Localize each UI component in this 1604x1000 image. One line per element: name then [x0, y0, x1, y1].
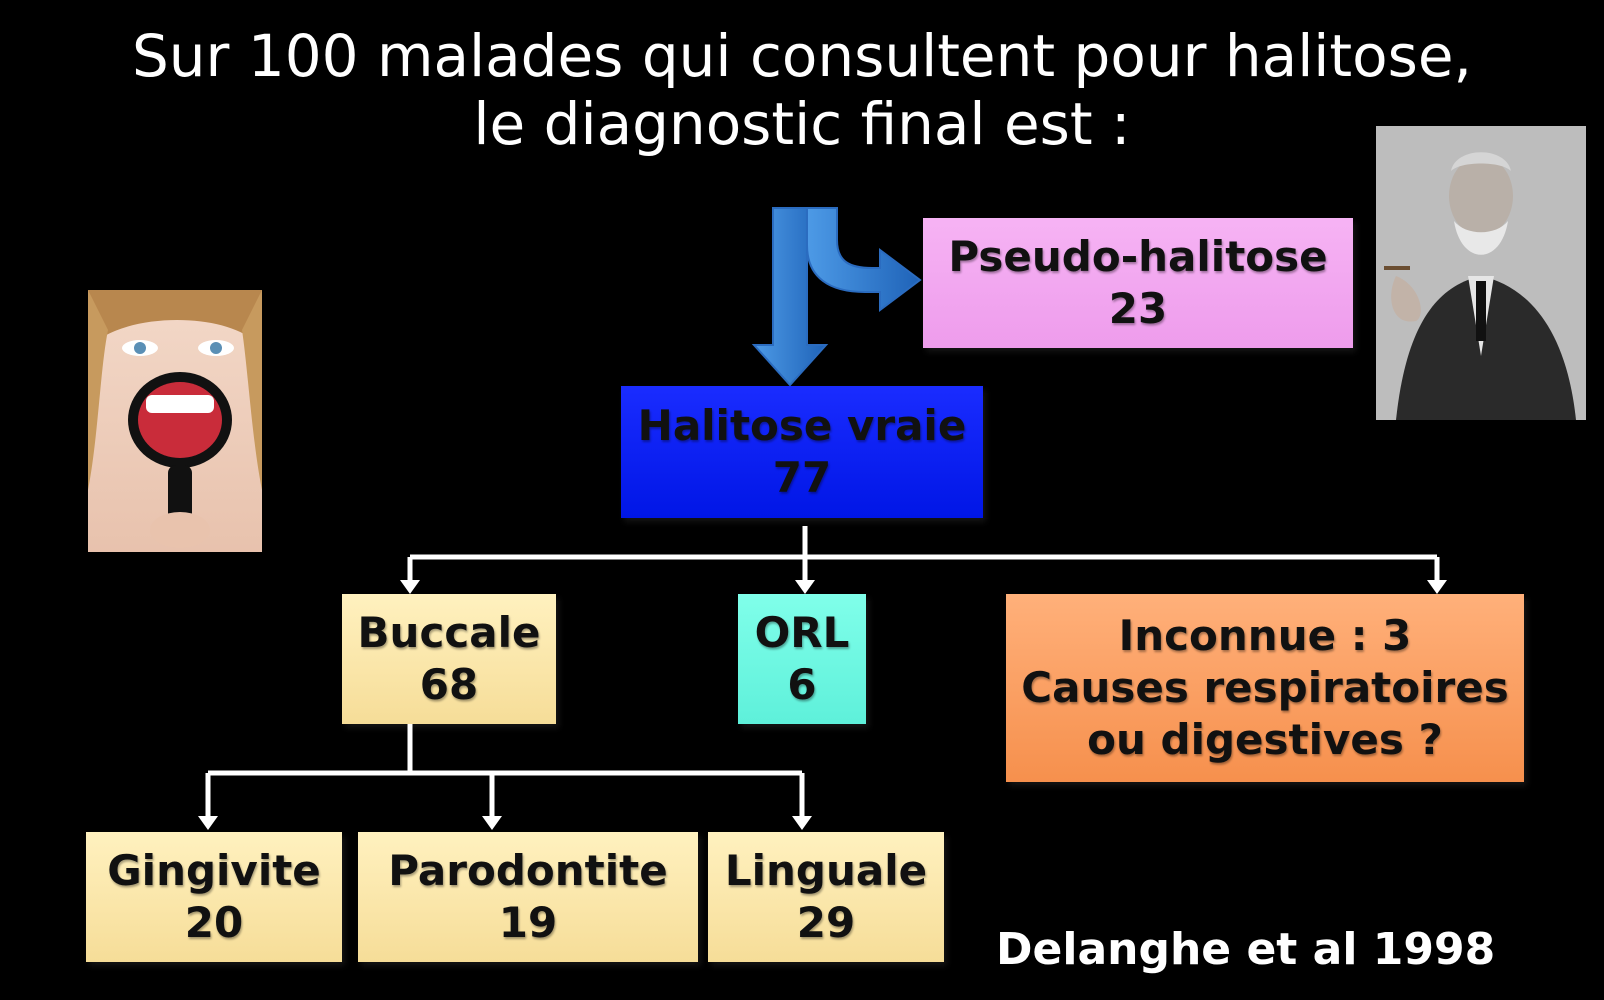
linguale-label: Linguale	[724, 846, 928, 895]
parodontite-value: 19	[498, 898, 558, 947]
parodontite-label: Parodontite	[388, 846, 668, 895]
linguale-value: 29	[796, 898, 856, 947]
pseudo-halitose-label: Pseudo-halitose	[948, 232, 1328, 281]
gingivite-label: Gingivite	[107, 846, 321, 895]
gingivite-value: 20	[184, 898, 244, 947]
halitose-vraie-box: Halitose vraie 77	[621, 386, 983, 518]
halitose-vraie-value: 77	[772, 453, 832, 502]
orl-value: 6	[787, 660, 817, 709]
citation: Delanghe et al 1998	[996, 924, 1496, 975]
title-line-2: le diagnostic final est :	[473, 90, 1131, 158]
gingivite-box: Gingivite 20	[86, 832, 342, 962]
parodontite-box: Parodontite 19	[358, 832, 698, 962]
inconnue-box: Inconnue : 3 Causes respiratoires ou dig…	[1006, 594, 1524, 782]
orl-label: ORL	[754, 608, 850, 657]
portrait-photo	[1376, 126, 1586, 420]
inconnue-line-3: ou digestives ?	[1087, 715, 1443, 764]
buccale-box: Buccale 68	[342, 594, 556, 724]
linguale-box: Linguale 29	[708, 832, 944, 962]
pseudo-halitose-value: 23	[1108, 284, 1168, 333]
curved-arrow-right	[806, 207, 922, 312]
title-line-1: Sur 100 malades qui consultent pour hali…	[131, 22, 1472, 90]
inconnue-line-2: Causes respiratoires	[1021, 663, 1509, 712]
woman-magnifier-photo	[88, 290, 262, 552]
inconnue-line-1: Inconnue : 3	[1118, 611, 1412, 660]
orl-box: ORL 6	[738, 594, 866, 724]
buccale-value: 68	[419, 660, 479, 709]
buccale-label: Buccale	[357, 608, 541, 657]
halitose-vraie-label: Halitose vraie	[637, 401, 967, 450]
pseudo-halitose-box: Pseudo-halitose 23	[923, 218, 1353, 348]
